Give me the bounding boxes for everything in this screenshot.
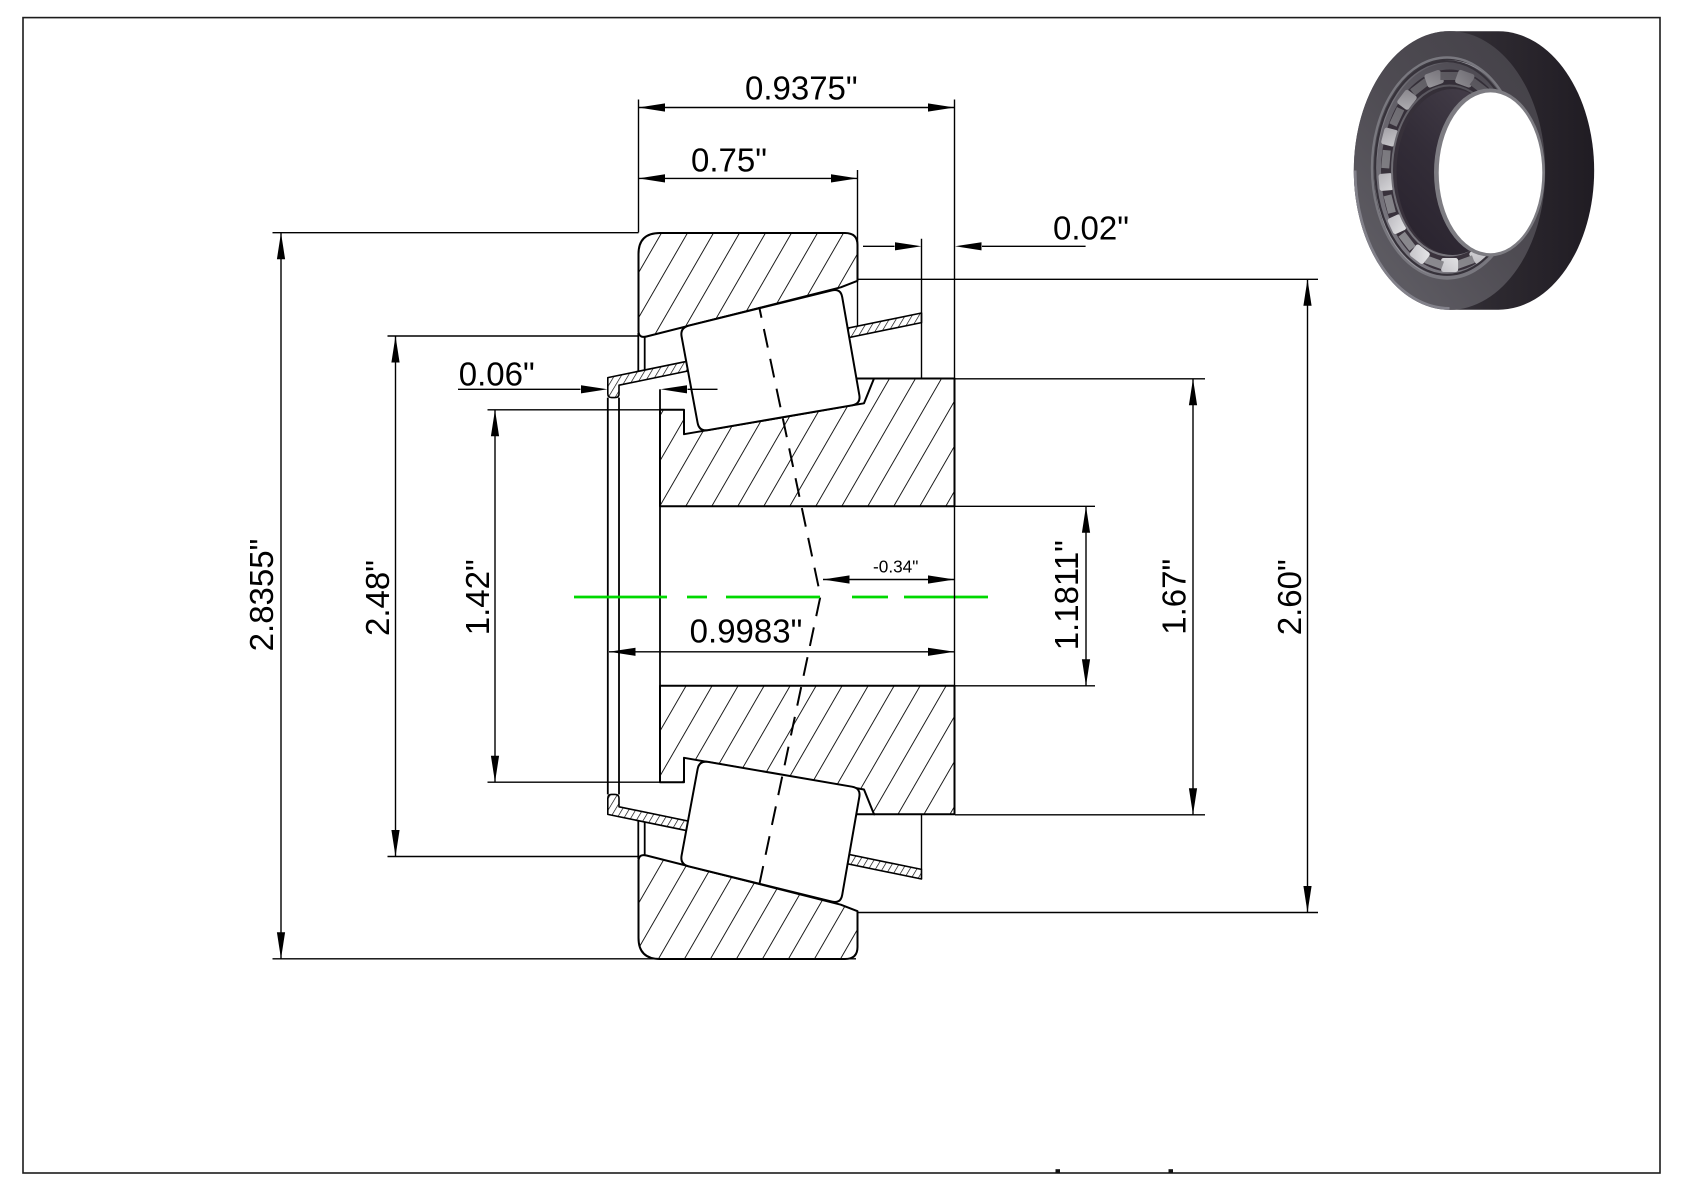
svg-text:0.02": 0.02" [1053, 210, 1129, 247]
svg-text:0.75": 0.75" [691, 142, 767, 179]
svg-text:2.60": 2.60" [1271, 559, 1308, 635]
svg-text:0.06": 0.06" [459, 356, 535, 393]
svg-text:1.67": 1.67" [1156, 559, 1193, 635]
svg-text:-0.34": -0.34" [873, 557, 918, 577]
svg-text:1.1811": 1.1811" [1048, 540, 1085, 650]
svg-text:2.8355": 2.8355" [243, 539, 280, 652]
svg-text:0.9375": 0.9375" [745, 70, 858, 107]
svg-text:0.9983": 0.9983" [690, 613, 803, 650]
svg-text:1.42": 1.42" [459, 559, 496, 635]
svg-text:2.48": 2.48" [359, 560, 396, 636]
